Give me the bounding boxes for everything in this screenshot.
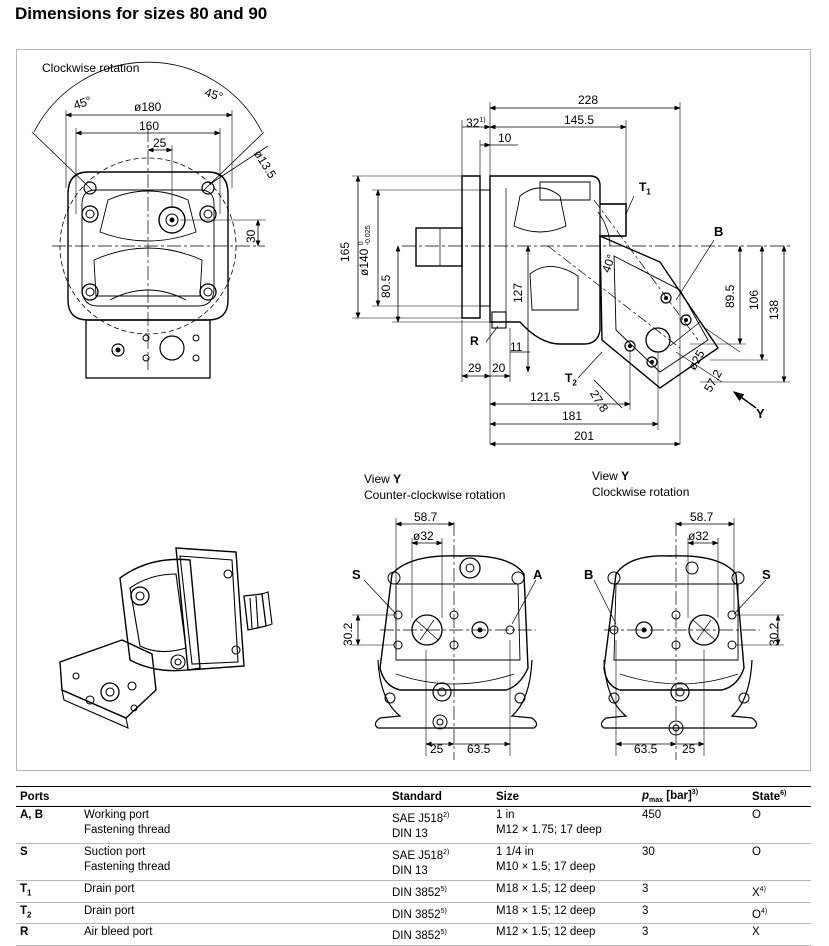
dim-30-front: 30 (244, 229, 258, 243)
table-row: T2 Drain port DIN 38525) M18 × 1.5; 12 d… (16, 902, 811, 925)
port-label-r: R (470, 334, 479, 348)
dim-63-5-cw: 63.5 (634, 742, 658, 756)
view-y-cw (593, 518, 784, 760)
dim-228: 228 (578, 93, 599, 107)
isometric-view (59, 547, 273, 729)
dim-121-5: 121.5 (530, 390, 561, 404)
port-label-t1: T1 (639, 180, 651, 197)
dim-201: 201 (574, 429, 595, 443)
dim-32: 321) (466, 116, 486, 130)
view-arrow-y: Y (756, 406, 765, 421)
port-label-s-ccw: S (352, 567, 361, 582)
dim-80-5: 80.5 (379, 274, 393, 298)
col-size: Size (492, 785, 638, 808)
dim-25-ccw: 25 (430, 742, 444, 756)
front-view-caption: Clockwise rotation (42, 61, 140, 75)
dim-165: 165 (338, 241, 352, 262)
table-row: R Air bleed port DIN 38525) M12 × 1.5; 1… (16, 923, 811, 946)
front-view (31, 61, 269, 379)
port-label-b-cw: B (584, 567, 594, 582)
dim-30-2-cw: 30.2 (767, 622, 781, 646)
dim-20: 20 (492, 361, 506, 375)
dim-106: 106 (747, 289, 761, 310)
dim-30-2-ccw: 30.2 (341, 622, 355, 646)
dim-d180: ø180 (134, 100, 162, 114)
table-header-row: Ports Standard Size pmax [bar]3) State6) (16, 785, 811, 808)
page-title: Dimensions for sizes 80 and 90 (15, 4, 268, 23)
dim-58-7-cw: 58.7 (690, 510, 714, 524)
view-y-cw-caption: Clockwise rotation (592, 485, 690, 499)
side-view (352, 102, 790, 447)
dim-63-5-ccw: 63.5 (467, 742, 491, 756)
port-label-a-ccw: A (533, 567, 543, 582)
dim-11: 11 (510, 340, 523, 354)
dim-138: 138 (767, 299, 781, 320)
view-y-ccw-caption: Counter-clockwise rotation (364, 488, 506, 502)
dim-160: 160 (139, 119, 160, 133)
view-y-ccw (352, 518, 538, 760)
dim-25-cw: 25 (682, 742, 696, 756)
ports-table: Ports Standard Size pmax [bar]3) State6)… (16, 785, 811, 946)
dim-145-5: 145.5 (564, 113, 595, 127)
dim-127: 127 (511, 282, 525, 303)
table-row: T1 Drain port DIN 38525) M18 × 1.5; 12 d… (16, 880, 811, 903)
col-state: State6) (748, 785, 811, 808)
col-standard: Standard (388, 785, 492, 808)
dim-58-7-ccw: 58.7 (414, 510, 438, 524)
dim-10: 10 (498, 131, 512, 145)
col-pmax: pmax [bar]3) (638, 785, 748, 808)
view-y-ccw-title: View Y (364, 472, 402, 486)
view-y-cw-title: View Y (592, 469, 630, 483)
dim-d140: ø140 0-0.025 (357, 225, 372, 276)
port-label-s-cw: S (762, 567, 771, 582)
dim-89-5: 89.5 (723, 284, 737, 308)
port-label-t2: T2 (565, 371, 577, 388)
drawing-frame (16, 49, 811, 771)
dim-d32-cw: ø32 (688, 529, 709, 543)
col-ports: Ports (16, 785, 80, 808)
dim-25-front: 25 (153, 136, 167, 150)
dim-29: 29 (468, 361, 482, 375)
dim-d32-ccw: ø32 (413, 529, 434, 543)
port-label-b-side: B (714, 224, 724, 239)
dim-181: 181 (562, 409, 583, 423)
col-description (80, 785, 388, 808)
